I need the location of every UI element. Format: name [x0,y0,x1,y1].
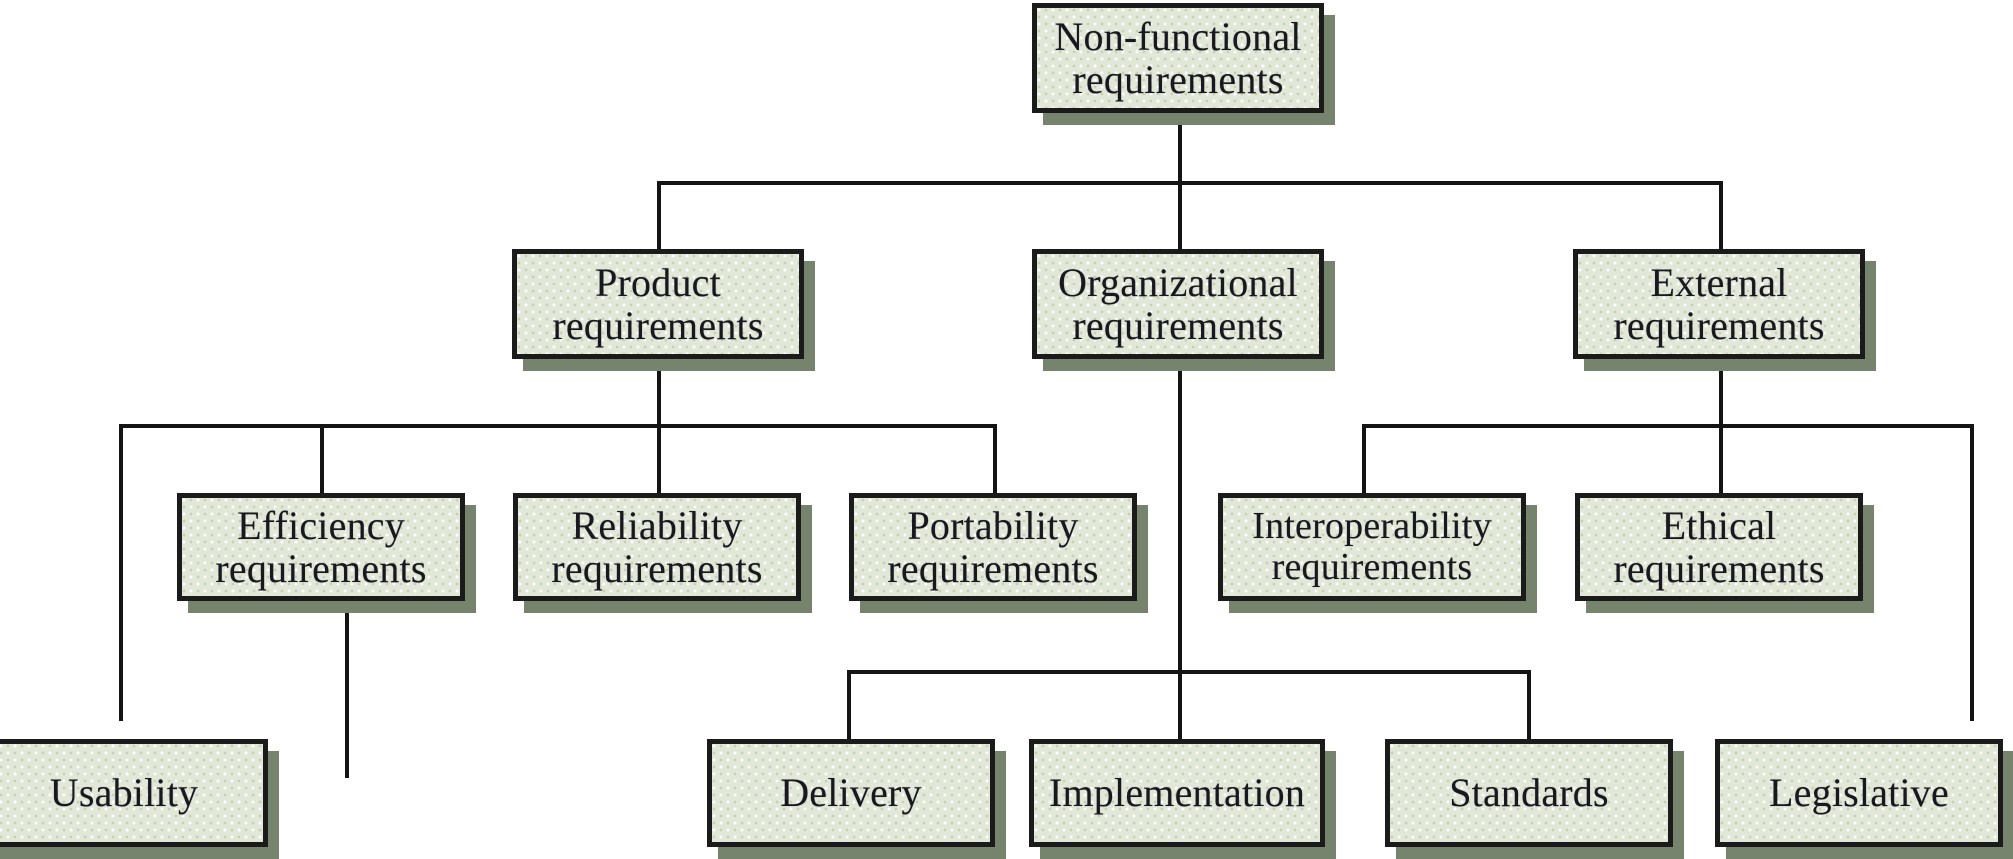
node-box: Implementation [1029,739,1325,847]
edge-bus-to-organizational [1178,181,1182,253]
edge-product-bus [119,424,997,428]
edge-efficiency-stem [345,600,349,778]
edge-external-bus [1362,424,1974,428]
node-label: Non-functional requirements [1054,13,1302,102]
edge-root-stem [1178,110,1182,184]
node-label: External requirements [1613,259,1825,348]
node-box: Portability requirements [849,493,1137,601]
edge-organizational-to-standards [1527,670,1531,742]
edge-external-to-legislative [1970,424,1974,721]
node-box: Standards [1385,739,1673,847]
node-label: Efficiency requirements [215,502,427,591]
node-interoperability-requirements[interactable]: Interoperability requirements [1218,493,1537,613]
node-box: Usability [0,739,268,847]
node-organizational-requirements[interactable]: Organizational requirements [1032,249,1335,371]
edge-organizational-to-implementation [1178,670,1182,742]
node-legislative[interactable]: Legislative [1715,739,2013,859]
node-root[interactable]: Non-functional requirements [1032,3,1335,125]
node-standards[interactable]: Standards [1385,739,1684,859]
node-box: External requirements [1573,249,1865,359]
node-box: Ethical requirements [1575,493,1863,601]
edge-bus-to-external [1719,181,1723,253]
node-label: Organizational requirements [1058,259,1298,348]
edge-product-stem [657,358,661,428]
node-label: Interoperability requirements [1252,504,1492,588]
edge-external-stem [1719,358,1723,428]
node-reliability-requirements[interactable]: Reliability requirements [513,493,812,613]
node-external-requirements[interactable]: External requirements [1573,249,1876,371]
edge-organizational-stem [1178,358,1182,674]
node-box: Legislative [1715,739,2003,847]
edge-product-to-portability [993,424,997,496]
edge-product-to-efficiency [320,424,324,496]
edge-bus-to-product [657,181,661,253]
edge-external-to-ethical [1719,424,1723,496]
edge-organizational-to-delivery [847,670,851,742]
node-usability[interactable]: Usability [0,739,279,859]
edge-level1-bus [657,181,1723,185]
node-box: Efficiency requirements [177,493,465,601]
node-box: Organizational requirements [1032,249,1324,359]
edge-product-to-usability [119,424,123,721]
node-box: Delivery [707,739,995,847]
node-ethical-requirements[interactable]: Ethical requirements [1575,493,1874,613]
node-box: Product requirements [512,249,804,359]
node-label: Reliability requirements [551,502,763,591]
node-label: Ethical requirements [1613,502,1825,591]
node-label: Portability requirements [887,502,1099,591]
node-product-requirements[interactable]: Product requirements [512,249,815,371]
node-portability-requirements[interactable]: Portability requirements [849,493,1148,613]
nonfunctional-requirements-diagram: Non-functional requirements Product requ… [0,3,2013,859]
edge-organizational-bus [847,670,1531,674]
node-box: Reliability requirements [513,493,801,601]
edge-external-to-interoperability [1362,424,1366,496]
node-box: Non-functional requirements [1032,3,1324,113]
node-label: Product requirements [552,259,764,348]
node-box: Interoperability requirements [1218,493,1526,601]
node-delivery[interactable]: Delivery [707,739,1006,859]
node-implementation[interactable]: Implementation [1029,739,1336,859]
edge-product-to-reliability [657,424,661,496]
node-efficiency-requirements[interactable]: Efficiency requirements [177,493,476,613]
